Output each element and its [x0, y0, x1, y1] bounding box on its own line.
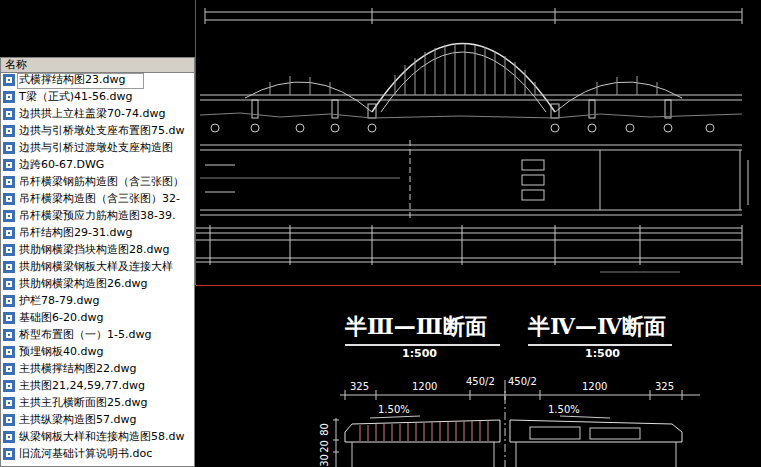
cross-section	[333, 345, 700, 467]
dimension-text: 450/2	[466, 376, 495, 387]
file-name: 护栏78-79.dwg	[19, 295, 99, 307]
section-title: 半Ⅳ—Ⅳ断面	[528, 314, 666, 338]
file-name: 预埋钢板40.dwg	[19, 346, 103, 358]
file-name: 基础图6-20.dwg	[19, 312, 103, 324]
file-name: 主拱横撑结构图22.dwg	[19, 363, 136, 375]
file-name: 拱肋钢横梁钢板大样及连接大样	[19, 261, 173, 273]
panel-ground	[0, 57, 195, 467]
dimension-text: 30	[319, 454, 330, 467]
file-name: 边拱与引桥墩处支座布置图75.dw	[19, 125, 184, 137]
file-name: 边拱拱上立柱盖梁70-74.dwg	[19, 108, 165, 120]
file-name: 拱肋钢横梁构造图26.dwg	[19, 278, 147, 290]
file-name: 旧流河基础计算说明书.doc	[19, 448, 152, 460]
file-name: 吊杆横梁预应力筋构造图38-39.	[19, 210, 175, 222]
file-name: 吊杆结构图29-31.dwg	[19, 227, 132, 239]
slope-text: 1.50%	[548, 404, 580, 415]
scale-label: 1:500	[585, 348, 620, 360]
section-title: 半Ⅲ—Ⅲ断面	[345, 314, 487, 338]
file-name: 主拱纵梁构造图57.dwg	[19, 414, 136, 426]
file-name: 拱肋钢横梁挡块构造图28.dwg	[19, 244, 169, 256]
file-name: 纵梁钢板大样和连接构造图58.dw	[19, 431, 184, 443]
dimension-text: 325	[655, 381, 674, 392]
frame-line	[196, 285, 761, 286]
scale-label: 1:500	[402, 348, 437, 360]
column-header: 名称	[1, 58, 194, 73]
file-name: 桥型布置图（一）1-5.dwg	[19, 329, 151, 341]
slope-text: 1.50%	[378, 404, 410, 415]
dimension-text: 1200	[412, 381, 437, 392]
file-icons	[3, 74, 15, 460]
dimension-text: 20	[319, 440, 330, 453]
file-name: T梁（正式)41-56.dwg	[19, 91, 132, 103]
file-name: 边拱与引桥过渡墩处支座构造图	[19, 142, 173, 154]
selection-box	[18, 74, 144, 89]
bridge-plan	[196, 140, 748, 272]
dimension-text: 325	[350, 381, 369, 392]
dimension-text: 1200	[582, 381, 607, 392]
file-name: 边跨60-67.DWG	[19, 159, 104, 171]
file-name: 吊杆横梁钢筋构造图（含三张图）	[19, 176, 184, 188]
file-name: 主拱图21,24,59,77.dwg	[19, 380, 145, 392]
file-name: 吊杆横梁构造图（含三张图）32-	[19, 193, 180, 205]
frame-line	[195, 0, 196, 285]
bridge-elevation	[200, 8, 742, 132]
dimension-text: 80	[319, 423, 330, 436]
file-name: 主拱主孔横断面图25.dwg	[19, 397, 147, 409]
file-name: 式横撑结构图23.dwg	[19, 74, 125, 86]
dimension-text: 450/2	[508, 376, 537, 387]
